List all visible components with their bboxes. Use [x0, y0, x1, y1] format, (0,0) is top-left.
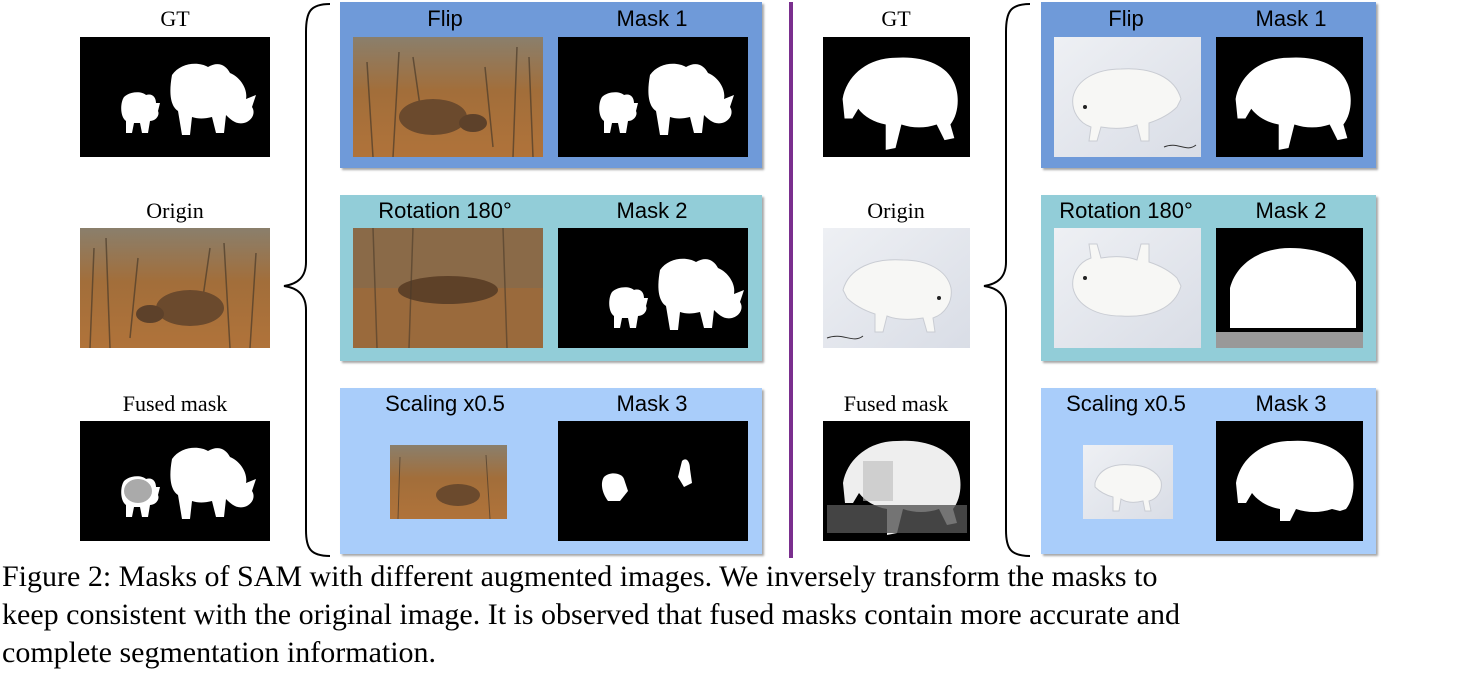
right-mask1-image — [1216, 37, 1363, 157]
right-mask3-label: Mask 3 — [1255, 391, 1327, 416]
caption-line-3: complete segmentation information. — [2, 636, 437, 669]
left-scaling-box: Scaling x0.5 Mask 3 — [340, 388, 762, 554]
left-origin-image — [80, 228, 270, 348]
right-flip-image — [1054, 37, 1201, 157]
left-flip-image — [353, 37, 543, 157]
left-flip-label: Flip — [427, 6, 463, 31]
left-scaling-label: Scaling x0.5 — [385, 391, 505, 416]
left-origin-label: Origin — [146, 198, 204, 223]
right-gt-label: GT — [881, 6, 911, 31]
right-origin-image — [823, 228, 970, 348]
left-mask3-image — [558, 421, 748, 541]
left-rotation-image — [353, 228, 543, 348]
left-fused-label: Fused mask — [122, 391, 228, 416]
left-gt-label: GT — [160, 6, 190, 31]
left-scaling-image — [390, 445, 507, 519]
right-flip-label: Flip — [1108, 6, 1144, 31]
right-rotation-image — [1054, 228, 1201, 348]
caption-line-1: Figure 2: Masks of SAM with different au… — [2, 560, 1158, 593]
left-mask1-image — [558, 37, 748, 157]
right-scaling-label: Scaling x0.5 — [1066, 391, 1186, 416]
left-rotation-box: Rotation 180° Mask 2 — [340, 195, 762, 361]
right-rotation-box: Rotation 180° Mask 2 — [1041, 195, 1376, 361]
right-mask1-label: Mask 1 — [1255, 6, 1327, 31]
caption-line-2: keep consistent with the original image.… — [2, 598, 1180, 631]
left-mask2-image — [558, 228, 748, 348]
left-brace — [283, 3, 331, 557]
right-flip-box: Flip Mask 1 — [1041, 2, 1376, 168]
right-rotation-label: Rotation 180° — [1059, 198, 1193, 223]
right-mask2-image — [1216, 228, 1363, 348]
left-fused-mask-image — [80, 421, 270, 541]
left-mask2-label: Mask 2 — [616, 198, 688, 223]
right-mask2-label: Mask 2 — [1255, 198, 1327, 223]
right-scaling-image — [1083, 445, 1173, 519]
left-mask3-label: Mask 3 — [616, 391, 688, 416]
left-flip-box: Flip Mask 1 — [340, 2, 762, 168]
right-fused-mask-image — [823, 421, 970, 541]
right-mask3-image — [1216, 421, 1363, 541]
left-gt-mask-image — [80, 37, 270, 157]
right-origin-label: Origin — [867, 198, 925, 223]
panel-divider — [789, 2, 793, 558]
right-gt-mask-image — [823, 37, 970, 157]
right-scaling-box: Scaling x0.5 Mask 3 — [1041, 388, 1376, 554]
figure-caption: Figure 2: Masks of SAM with different au… — [2, 558, 1454, 672]
left-mask1-label: Mask 1 — [616, 6, 688, 31]
right-brace — [983, 3, 1031, 557]
left-rotation-label: Rotation 180° — [378, 198, 512, 223]
right-fused-label: Fused mask — [843, 391, 949, 416]
